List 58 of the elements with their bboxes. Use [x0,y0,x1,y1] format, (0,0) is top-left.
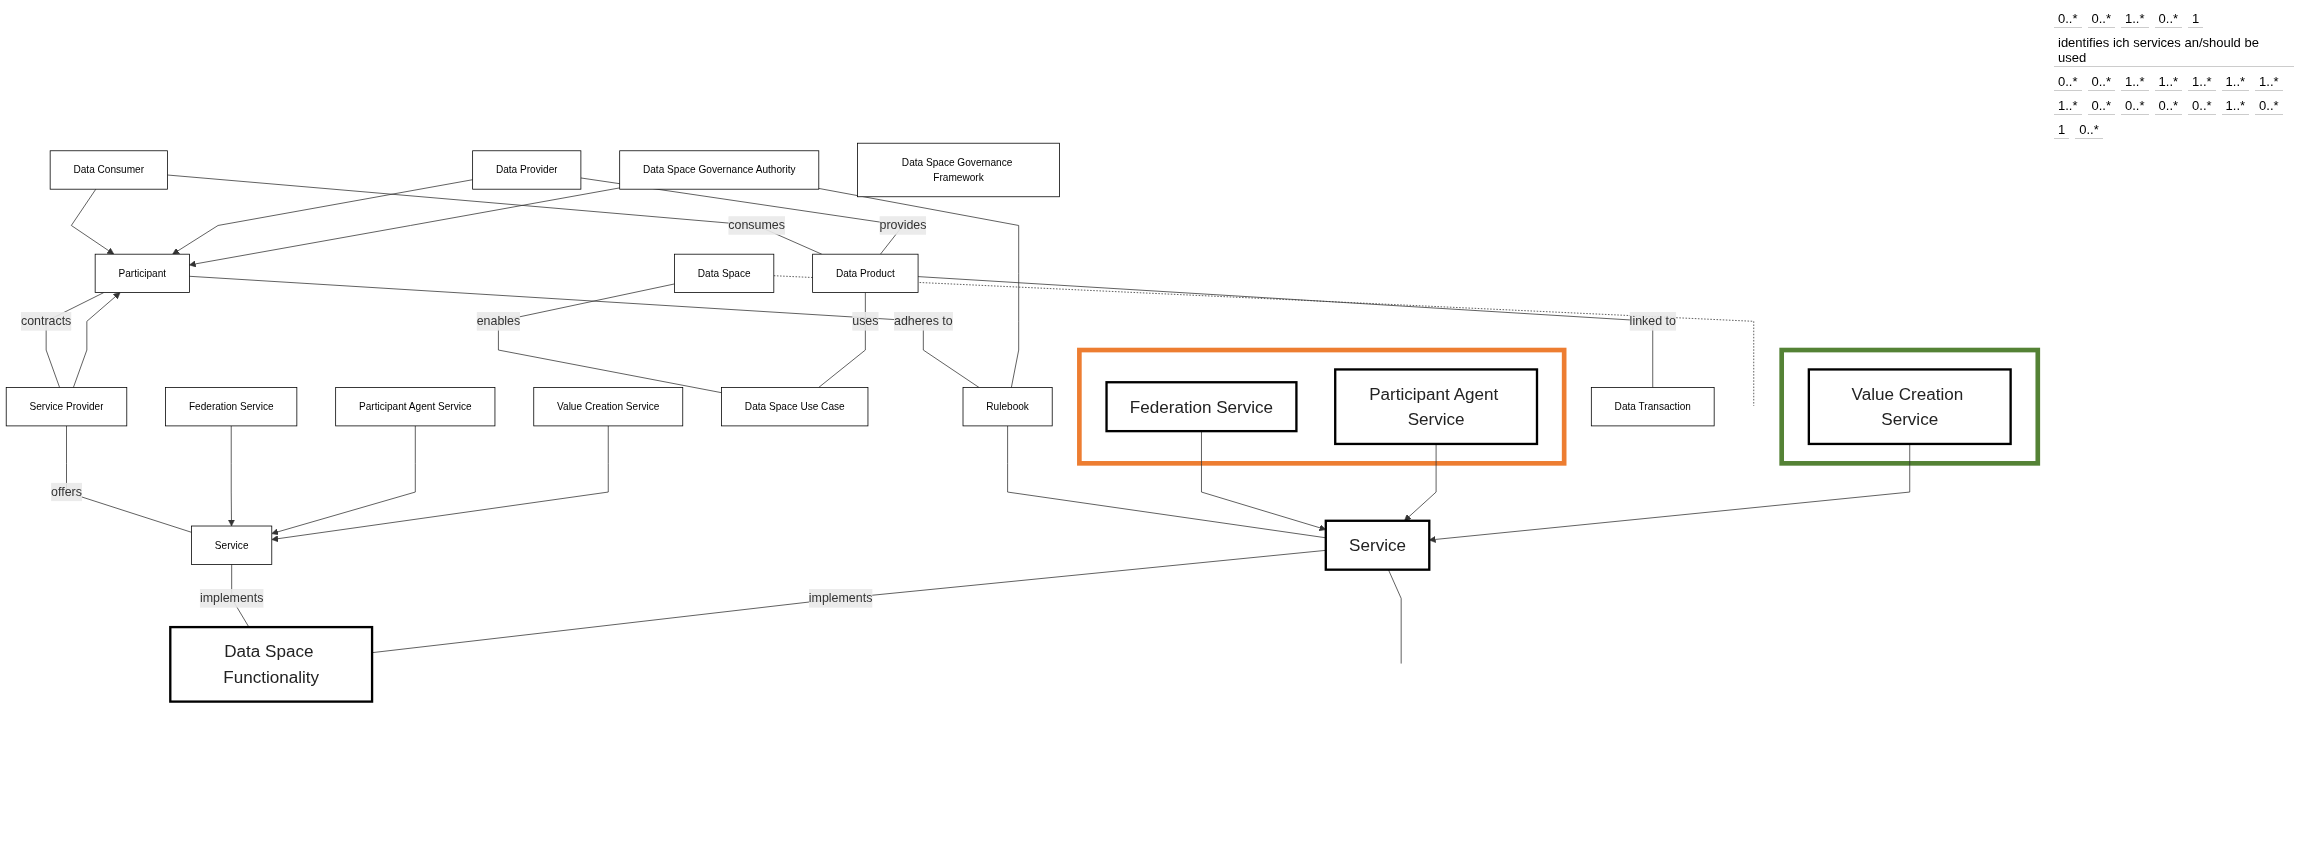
multiplicity-label: 1..* [2121,10,2149,28]
edge-label: contracts [20,314,72,328]
node-box: Federation Service [165,387,298,427]
multiplicity-label: 1..* [2221,73,2250,91]
multiplicity-label: 1..* [2154,73,2183,91]
node-box: Data Product [812,253,919,294]
node-box: Value Creation Service [533,387,684,427]
node-box: Service [1324,519,1431,571]
node-box: Data Space Governance Authority [619,150,820,190]
multiplicity-label: 1..* [2221,97,2250,115]
multiplicity-label: 0..* [2075,121,2103,139]
multiplicity-label: 1..* [2121,73,2149,91]
multiplicity-label: 0..* [2154,10,2183,28]
connector [773,275,1755,407]
edge-label: linked to [1629,314,1676,328]
multiplicity-label: 1..* [2188,73,2216,91]
multiplicity-label: 0..* [2087,97,2116,115]
edge-label: implements [808,591,873,605]
node-box: Participant [94,253,190,294]
node-box: Federation Service [1105,381,1298,433]
node-box: Data Transaction [1590,387,1715,427]
edge-label: adheres to [893,314,953,328]
multiplicity-label: 1 [2054,121,2070,139]
node-box: Service [191,525,273,565]
node-box: Data Provider [472,150,582,190]
edge-label: enables [476,314,521,328]
multiplicity-label: 0..* [2154,97,2183,115]
edge-label: uses [852,314,879,328]
node-box: Data Consumer [49,150,168,190]
multiplicity-label: 0..* [2188,97,2216,115]
multiplicity-label: identifies ich services an/should be used [2054,34,2294,67]
node-box: Participant Agent Service [1334,368,1539,446]
connector [1388,569,1402,665]
node-box: Data Space Functionality [169,626,374,703]
multiplicity-label: 0..* [2087,10,2116,28]
connector [917,276,1654,388]
connector [498,283,722,394]
node-box: Data Space [674,253,775,294]
node-box: Data Space Use Case [721,387,869,427]
multiplicity-label: 0..* [2087,73,2116,91]
edge-label: provides [879,218,927,232]
multiplicity-label: 0..* [2054,10,2082,28]
node-box: Value Creation Service [1807,368,2012,446]
multiplicity-label: 0..* [2255,97,2283,115]
multiplicity-label: 0..* [2054,73,2082,91]
multiplicity-label: 1..* [2054,97,2082,115]
node-box: Service Provider [5,387,128,427]
cluster [1779,347,2041,466]
node-box: Data Space Governance Framework [857,142,1060,198]
edge-label: offers [51,485,82,499]
edge-label: implements [199,591,264,605]
node-box: Participant Agent Service [335,387,496,427]
multiplicity-label: 1..* [2255,73,2283,91]
multiplicity-label: 0..* [2121,97,2149,115]
node-box: Rulebook [962,387,1053,427]
cluster [1077,347,1567,466]
edge-label: consumes [728,218,785,232]
multiplicity-label: 1 [2188,10,2204,28]
